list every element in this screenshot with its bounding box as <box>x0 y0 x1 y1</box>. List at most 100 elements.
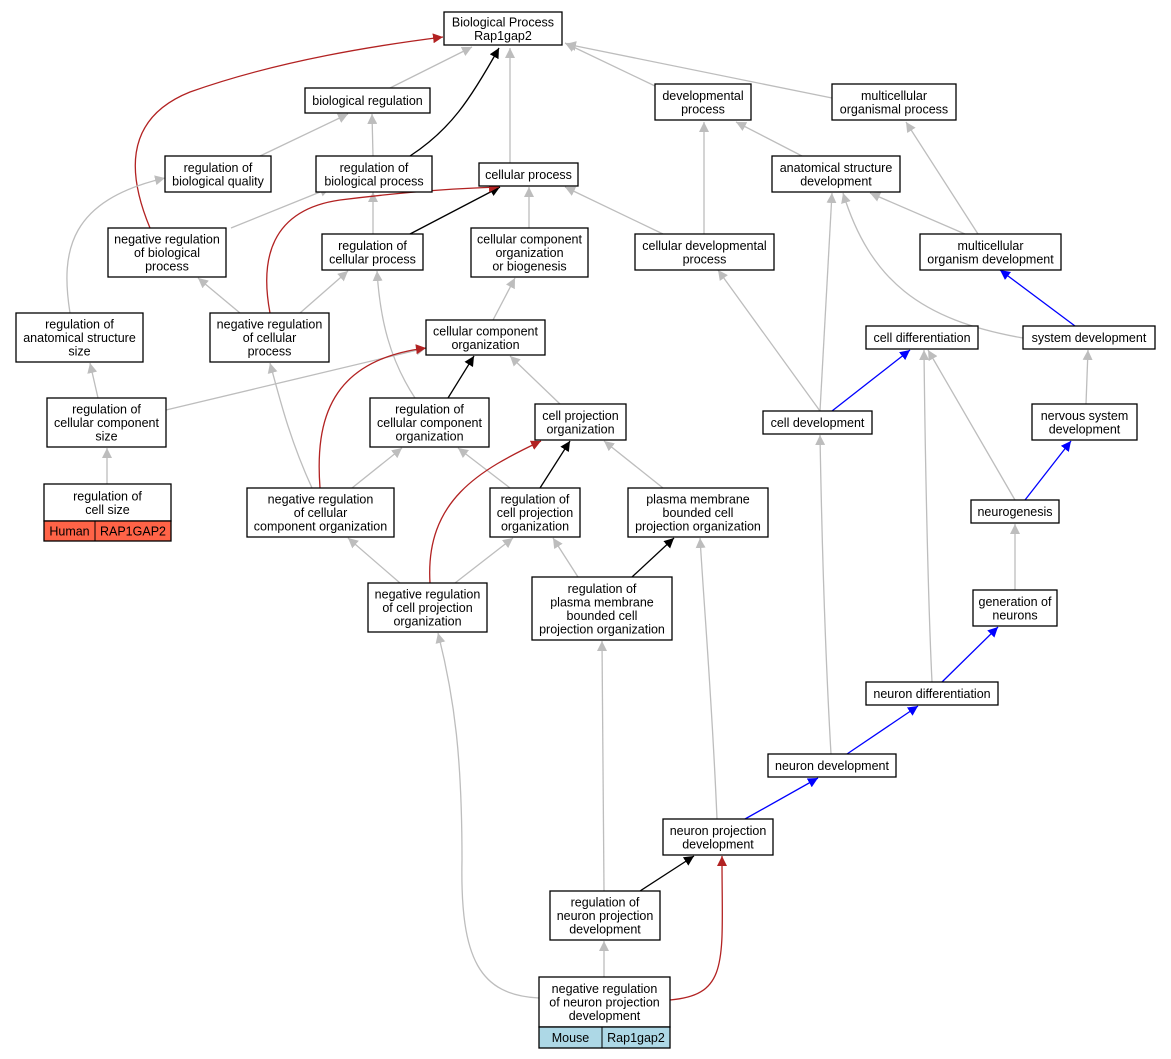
term-label-line: cellular component <box>54 416 159 430</box>
term-box <box>470 227 589 278</box>
term-label-line: regulation of <box>45 318 114 332</box>
term-box <box>831 83 957 121</box>
edge-38 <box>539 440 571 489</box>
edge-32 <box>831 349 911 412</box>
term-label-line: size <box>68 345 90 359</box>
edge-19 <box>197 277 241 314</box>
term-label-line: of cell projection <box>382 601 472 615</box>
term-label-line: regulation of <box>501 493 570 507</box>
go-term-cell-dev[interactable]: cell development <box>762 410 873 435</box>
term-box <box>367 582 488 633</box>
term-box <box>164 155 272 193</box>
term-label-line: development <box>682 837 754 851</box>
edge-43 <box>347 537 401 584</box>
go-term-neurogenesis[interactable]: neurogenesis <box>970 499 1060 524</box>
term-box <box>43 483 172 522</box>
edge-36 <box>351 447 403 489</box>
edge-42 <box>927 349 1016 501</box>
go-term-neuron-diff[interactable]: neuron differentiation <box>865 681 999 706</box>
term-label-line: biological process <box>324 174 423 188</box>
term-box <box>531 576 673 641</box>
term-box <box>549 890 661 941</box>
edge-5 <box>134 33 444 229</box>
go-term-sys-dev[interactable]: system development <box>1022 325 1156 350</box>
go-term-cell-proc[interactable]: cellular process <box>478 162 579 187</box>
term-label-line: organization <box>495 246 563 260</box>
term-label-line: organization <box>395 430 463 444</box>
term-label-line: regulation of <box>568 582 637 596</box>
term-label-line: negative regulation <box>552 982 658 996</box>
term-box <box>246 487 395 538</box>
term-label-line: development <box>1049 422 1121 436</box>
term-label-line: neuron projection <box>557 909 654 923</box>
term-label-line: organization <box>546 422 614 436</box>
annotation-species: Mouse <box>552 1031 590 1045</box>
term-box <box>767 753 897 778</box>
term-label-line: developmental <box>662 89 743 103</box>
term-label-line: organismal process <box>840 102 948 116</box>
edge-48 <box>919 349 933 683</box>
edge-29 <box>509 355 561 405</box>
term-label-line: regulation of <box>184 161 253 175</box>
term-label-line: organism development <box>927 252 1054 266</box>
go-term-neuron-dev[interactable]: neuron development <box>767 753 897 778</box>
term-label-line: biological quality <box>172 174 264 188</box>
term-label-line: regulation of <box>338 239 407 253</box>
edge-9 <box>905 121 979 235</box>
term-label-line: development <box>569 923 641 937</box>
edge-39 <box>429 440 542 584</box>
edge-13 <box>409 186 501 235</box>
term-box <box>1031 403 1138 441</box>
term-box <box>478 162 579 187</box>
edge-14 <box>266 182 500 314</box>
edge-3 <box>565 41 833 99</box>
term-label-line: process <box>145 260 189 274</box>
term-label-line: projection organization <box>635 520 761 534</box>
edge-28 <box>318 344 427 489</box>
term-box <box>654 83 752 121</box>
term-box <box>919 233 1062 271</box>
go-term-bio-reg[interactable]: biological regulation <box>304 87 431 114</box>
term-label-line: anatomical structure <box>780 161 893 175</box>
annotation-gene: Rap1gap2 <box>607 1031 665 1045</box>
edge-26 <box>372 270 416 399</box>
annotation-gene: RAP1GAP2 <box>100 525 166 539</box>
term-box <box>107 227 227 278</box>
term-label-line: plasma membrane <box>646 493 750 507</box>
edge-45 <box>552 537 579 578</box>
term-box <box>662 818 774 856</box>
go-term-cell-diff[interactable]: cell differentiation <box>865 325 979 350</box>
term-box <box>771 155 901 193</box>
edge-41 <box>1024 440 1072 501</box>
edge-16 <box>564 186 664 235</box>
